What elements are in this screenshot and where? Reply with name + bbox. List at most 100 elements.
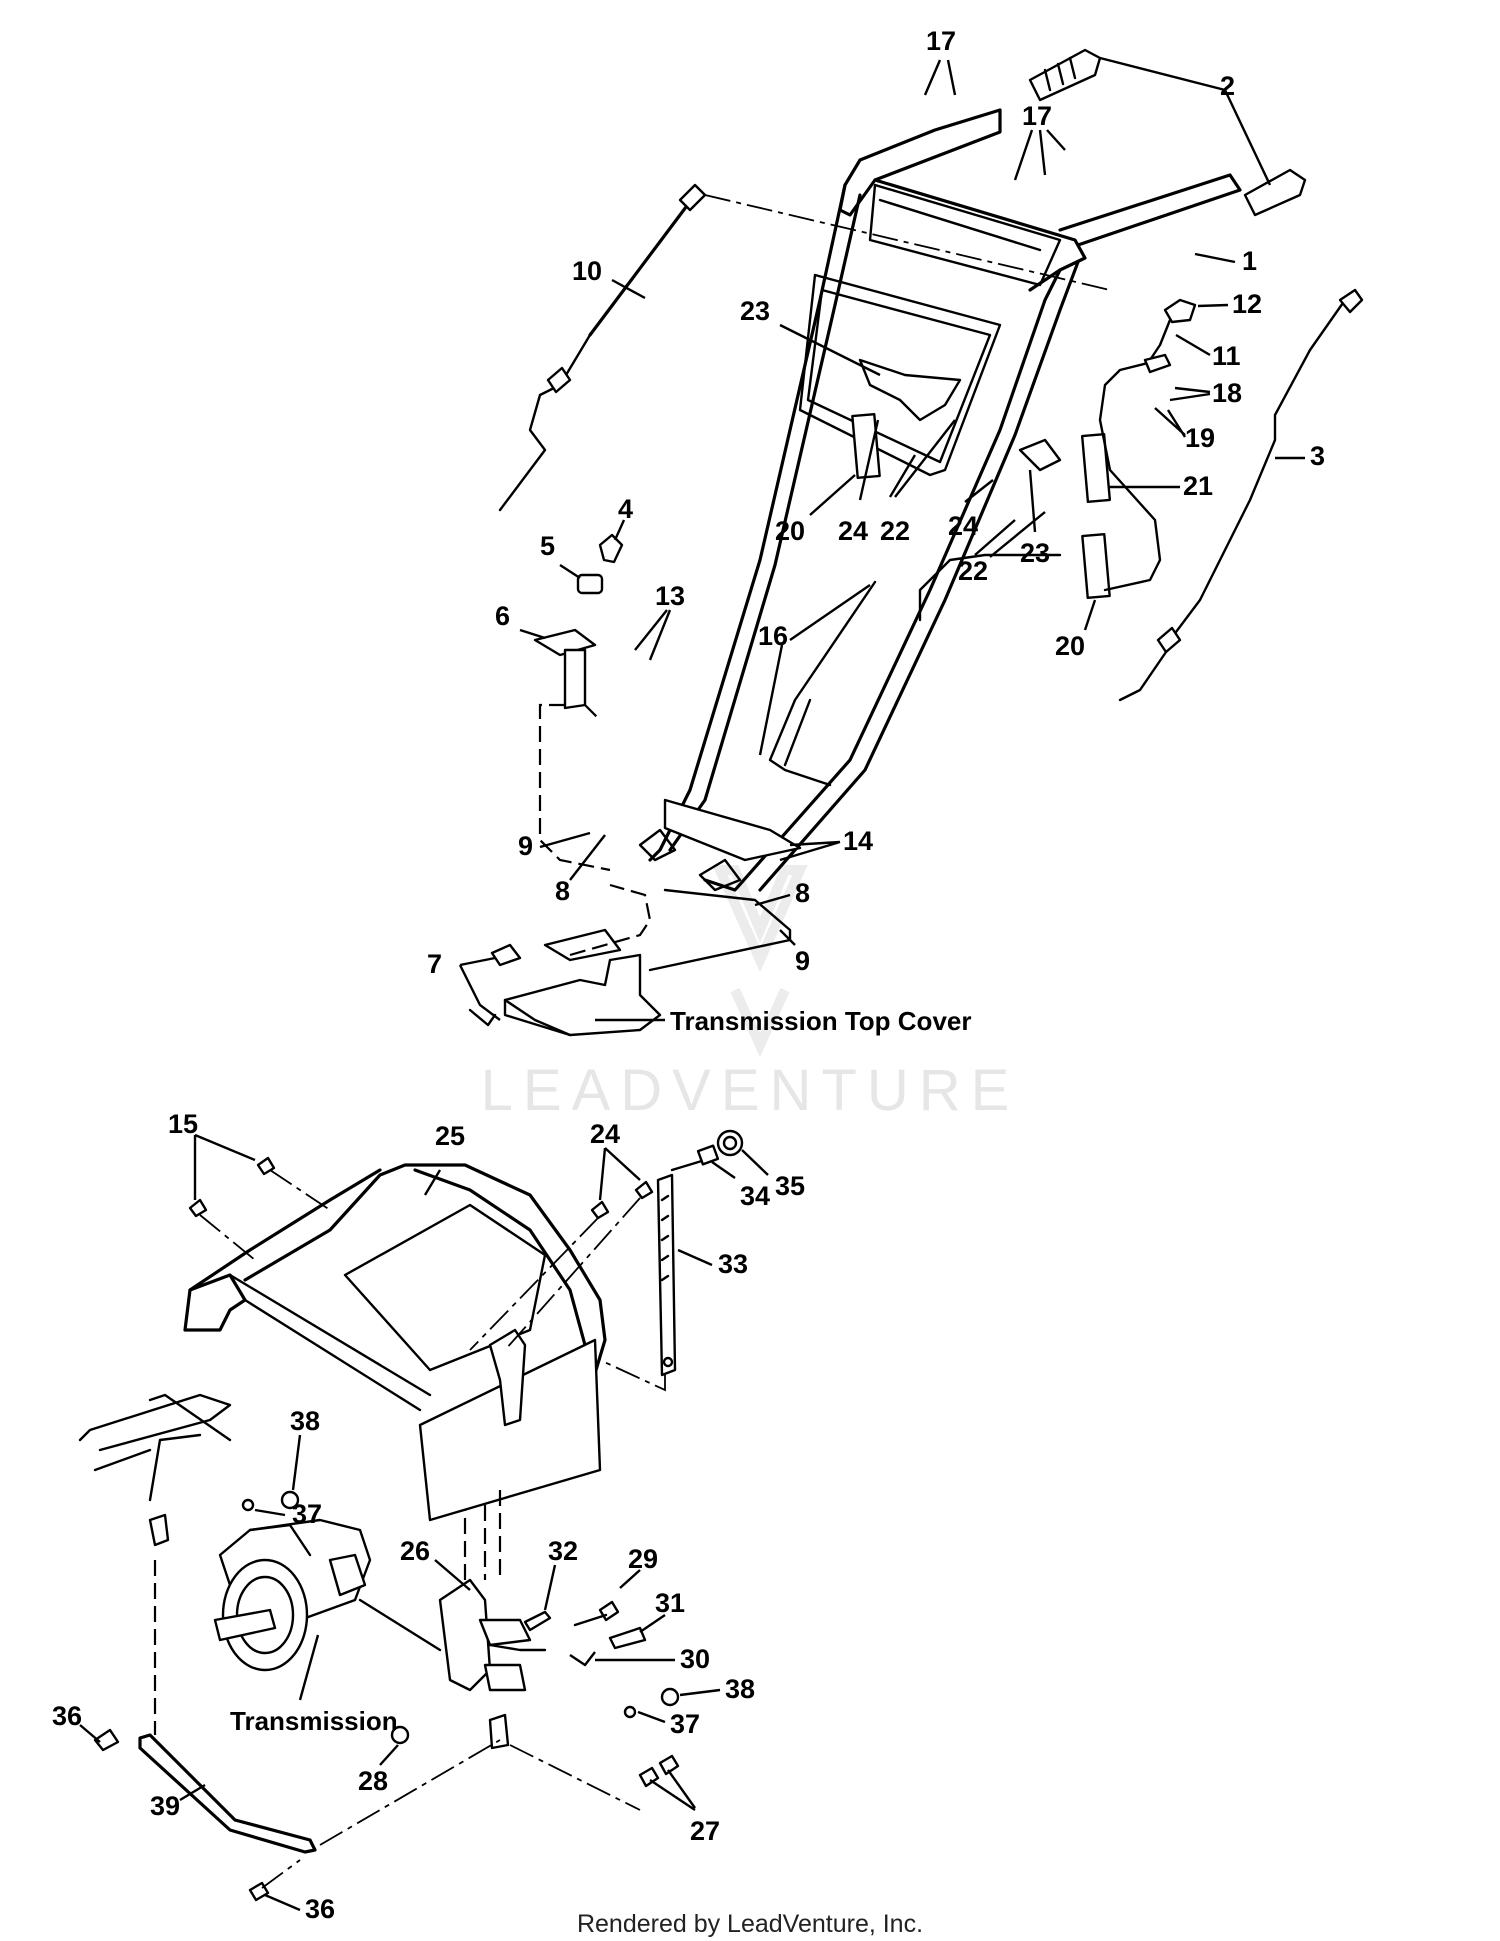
- tine-hood: [78, 1163, 607, 1522]
- bolt-27a: [638, 1766, 660, 1788]
- decal-panel: [343, 1203, 547, 1372]
- callout-28: 28: [358, 1766, 388, 1796]
- callout-37: 37: [670, 1709, 700, 1739]
- transmission-top-cover: [468, 883, 792, 1037]
- bolt-24b: [590, 1200, 610, 1220]
- grip-lower: [1243, 168, 1307, 217]
- lever-lower-bracket: [1018, 438, 1062, 472]
- transmission-body: [93, 1433, 442, 1672]
- callout-17: 17: [926, 26, 956, 56]
- lever-upper: [858, 358, 962, 422]
- callout-32: 32: [548, 1536, 578, 1566]
- decal-21: [1080, 432, 1112, 504]
- callout-36: 36: [305, 1894, 335, 1924]
- clip-30: [569, 1651, 596, 1667]
- lever-control-11-12: [1143, 298, 1197, 374]
- callout-25: 25: [435, 1121, 465, 1151]
- decal-right: [1081, 532, 1111, 600]
- callout-38: 38: [725, 1674, 755, 1704]
- callout-1: 1: [1242, 246, 1257, 276]
- callout-numbers: 17 2 17 1 12 11 18 19 3 21 10 23 20 24 2…: [52, 26, 1325, 1924]
- clutch-cable: [1118, 288, 1364, 702]
- handle-top-box: [868, 183, 1062, 287]
- pin-32: [523, 1610, 552, 1632]
- washer-37b: [623, 1705, 637, 1719]
- callout-12: 12: [1232, 289, 1262, 319]
- watermark-logo-icon: [712, 865, 808, 1058]
- nut-38a: [280, 1490, 300, 1510]
- footer-credit: Rendered by LeadVenture, Inc.: [577, 1910, 923, 1938]
- watermark-text: LEADVENTURE: [481, 1058, 1020, 1123]
- callout-19: 19: [1185, 423, 1215, 453]
- handle-assembly: [638, 108, 1242, 892]
- fasteners: [93, 1156, 680, 1902]
- knob-34-35: [670, 1129, 744, 1172]
- callout-23: 23: [740, 296, 770, 326]
- nut-28: [390, 1725, 410, 1745]
- callout-31: 31: [655, 1588, 685, 1618]
- callout-38: 38: [290, 1406, 320, 1436]
- shift-rod: [768, 580, 877, 787]
- knob-12: [1163, 298, 1197, 324]
- callout-36: 36: [52, 1701, 82, 1731]
- callout-6: 6: [495, 601, 510, 631]
- bolt-24a: [634, 1180, 654, 1200]
- callout-10: 10: [572, 256, 602, 286]
- callout-7: 7: [427, 949, 442, 979]
- callout-18: 18: [1212, 378, 1242, 408]
- callout-20: 20: [1055, 631, 1085, 661]
- callout-21: 21: [1183, 471, 1213, 501]
- console-panel: [798, 273, 1002, 477]
- watermark: LEADVENTURE: [481, 865, 1020, 1123]
- callout-27: 27: [690, 1816, 720, 1846]
- callout-5: 5: [540, 531, 555, 561]
- handle-base-plate: [663, 798, 802, 862]
- handlebar-right-grip-tube: [1058, 173, 1242, 247]
- bolt-27b: [658, 1754, 680, 1776]
- transmission-top-cover-label: Transmission Top Cover: [670, 1006, 971, 1036]
- callout-37: 37: [292, 1499, 322, 1529]
- depth-bar: [599, 1173, 677, 1392]
- grip-upper: [1028, 48, 1102, 102]
- bolt-15b: [188, 1198, 208, 1218]
- callout-30: 30: [680, 1644, 710, 1674]
- callout-24: 24: [590, 1119, 620, 1149]
- callout-17: 17: [1022, 101, 1052, 131]
- decal-left: [851, 412, 881, 480]
- callout-8: 8: [555, 876, 570, 906]
- hood-latch: [488, 1328, 527, 1427]
- bolt-36a: [93, 1728, 120, 1752]
- callout-23: 23: [1020, 538, 1050, 568]
- callout-13: 14: [843, 826, 873, 856]
- callout-24: 24: [948, 511, 978, 541]
- washer-37a: [241, 1498, 255, 1512]
- callout-20: 20: [775, 516, 805, 546]
- callout-33: 33: [718, 1249, 748, 1279]
- callout-4: 4: [618, 494, 633, 524]
- handlebar-right-arm: [703, 268, 1062, 892]
- grip-assembly: [1028, 48, 1307, 217]
- callout-9: 9: [795, 946, 810, 976]
- bracket-6: [533, 628, 611, 872]
- callout-29: 29: [628, 1544, 658, 1574]
- handlebar-left-arm: [648, 183, 847, 862]
- leader-lines: [79, 56, 1305, 1912]
- handlebar-cross-brace: [873, 178, 1087, 292]
- handlebar-right-arm-inner: [758, 260, 1080, 892]
- skid-bar: [138, 1560, 641, 1854]
- engagement-cable: [918, 358, 1162, 622]
- callout-8: 8: [795, 878, 810, 908]
- callout-22: 22: [880, 516, 910, 546]
- rear-flap: [418, 1338, 602, 1522]
- callout-34: 34: [740, 1181, 770, 1211]
- callout-22: 22: [958, 556, 988, 586]
- callout-11: 11: [1212, 341, 1241, 371]
- callout-39: 39: [150, 1791, 180, 1821]
- transmission-label: Transmission: [230, 1706, 398, 1736]
- callout-16: 16: [758, 621, 788, 651]
- pin-31: [608, 1626, 647, 1650]
- knob-4-5: [576, 533, 624, 595]
- callout-3: 3: [1310, 441, 1325, 471]
- nut-38b: [660, 1687, 680, 1707]
